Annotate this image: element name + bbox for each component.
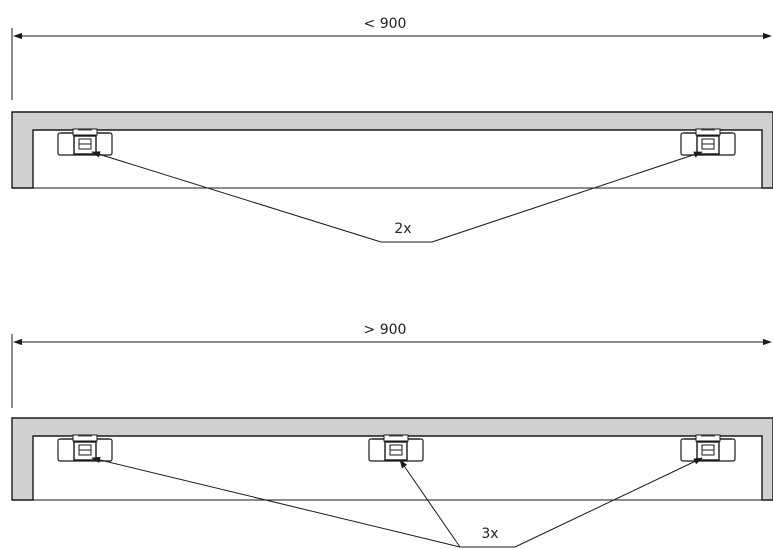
leader-line <box>431 151 703 243</box>
dimension-label: > 900 <box>364 322 407 338</box>
diagram-long: > 900 3x <box>11 322 773 548</box>
profile-section <box>11 111 773 189</box>
leader-line <box>91 456 461 548</box>
leader-line <box>91 151 382 243</box>
diagram-short: < 900 2x <box>11 16 773 243</box>
count-label: 3x <box>481 526 498 542</box>
mounting-clip <box>57 434 113 462</box>
leader-line <box>399 459 461 548</box>
leader-line <box>514 457 703 548</box>
profile-section <box>11 417 773 501</box>
mounting-clip <box>680 128 736 156</box>
dimension-label: < 900 <box>364 16 407 32</box>
mounting-clip <box>368 434 424 462</box>
mounting-clip <box>57 128 113 156</box>
mounting-clip <box>680 434 736 462</box>
count-label: 2x <box>394 221 411 237</box>
